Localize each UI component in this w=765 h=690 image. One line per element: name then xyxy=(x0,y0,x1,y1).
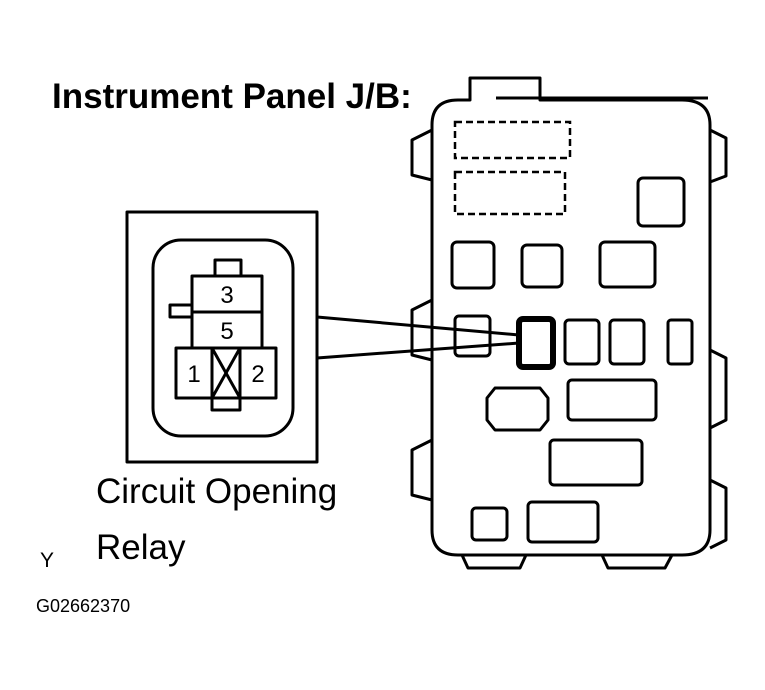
pin-1-label: 1 xyxy=(187,361,200,388)
relay-socket-outline xyxy=(151,238,295,438)
relay-side-tab xyxy=(168,303,194,319)
pin-5-label: 5 xyxy=(220,318,233,345)
connector-lower-1 xyxy=(485,386,550,432)
connector-top-2 xyxy=(453,170,567,216)
junction-block xyxy=(410,76,728,570)
relay-bottom-tab xyxy=(210,396,242,412)
circuit-opening-relay-location xyxy=(516,316,556,370)
callout-leader-top xyxy=(316,315,520,337)
connector-lower-5 xyxy=(526,500,600,544)
pin-2-label: 2 xyxy=(251,361,264,388)
relay-label-line2: Relay xyxy=(96,528,186,567)
connector-top-1 xyxy=(453,120,572,160)
relay-label-line1: Circuit Opening xyxy=(96,472,337,511)
relay-slot xyxy=(608,318,646,366)
callout-frame xyxy=(125,210,319,464)
relay-top-tab xyxy=(213,258,243,278)
figure-code: G02662370 xyxy=(36,596,130,616)
relay-slot xyxy=(563,318,601,366)
relay-slot xyxy=(520,243,564,289)
corner-mark: Y xyxy=(40,549,54,572)
relay-slot xyxy=(453,314,492,358)
relay-detail-callout: 3 5 1 2 xyxy=(125,210,319,464)
connector-lower-4 xyxy=(470,506,509,542)
diagram-title: Instrument Panel J/B: xyxy=(52,77,412,116)
relay-slot xyxy=(636,176,686,228)
connector-lower-2 xyxy=(566,378,658,422)
callout-leader-bottom xyxy=(316,341,520,360)
cross-mark xyxy=(210,347,242,399)
pin-3-label: 3 xyxy=(220,282,233,309)
relay-slot xyxy=(598,240,657,289)
connector-lower-3 xyxy=(548,438,644,487)
relay-slot xyxy=(450,240,496,290)
relay-slot xyxy=(666,318,694,366)
